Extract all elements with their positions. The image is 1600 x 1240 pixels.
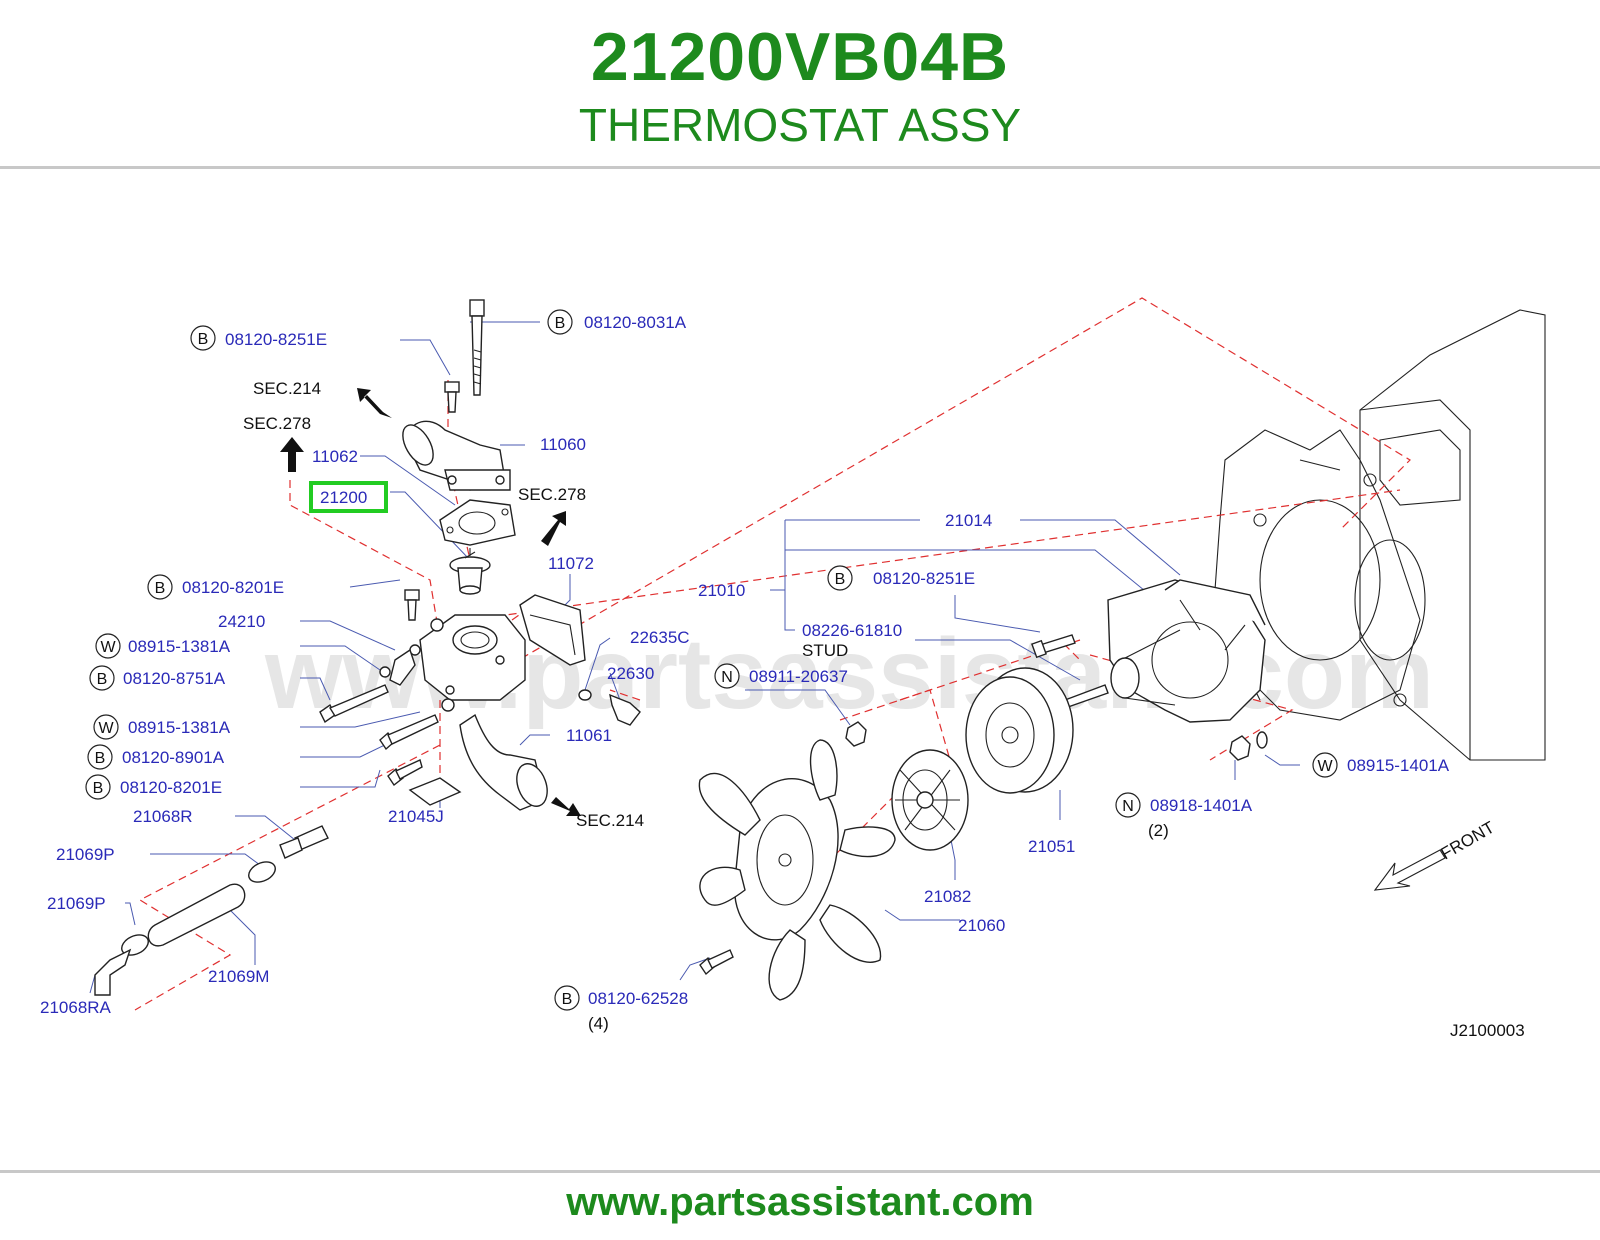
- label-sec-214[interactable]: SEC.214: [253, 379, 321, 398]
- label-08911-20637[interactable]: 08911-20637: [749, 667, 848, 686]
- front-arrow-icon: [1373, 849, 1446, 891]
- label-24210[interactable]: 24210: [218, 612, 265, 631]
- diagram-code: J2100003: [1450, 1021, 1525, 1040]
- label-21014[interactable]: 21014: [945, 511, 992, 530]
- label-21068RA[interactable]: 21068RA: [40, 998, 112, 1017]
- label-21060[interactable]: 21060: [958, 916, 1005, 935]
- thermostat-housing-parts: [94, 299, 641, 996]
- circle-b-icon: B: [97, 671, 108, 688]
- label-08915-1381A[interactable]: 08915-1381A: [128, 718, 231, 737]
- circle-b-icon: B: [198, 331, 209, 348]
- label-08918-1401A[interactable]: 08918-1401A: [1150, 796, 1253, 815]
- section-arrows: [280, 388, 581, 816]
- label-21069M[interactable]: 21069M: [208, 967, 269, 986]
- sec-214-arrow-icon: [357, 388, 392, 418]
- label-08120-62528[interactable]: 08120-62528: [588, 989, 688, 1008]
- circle-w-icon: W: [1317, 758, 1333, 775]
- circle-b-icon: B: [835, 571, 846, 588]
- label-08120-8751A[interactable]: 08120-8751A: [123, 669, 226, 688]
- label-08120-8251E[interactable]: 08120-8251E: [225, 330, 327, 349]
- sec-278-arrow-icon: [280, 437, 304, 472]
- label-21200[interactable]: 21200: [320, 488, 367, 507]
- label-sec-278-mid[interactable]: SEC.278: [518, 485, 586, 504]
- label-22630[interactable]: 22630: [607, 664, 654, 683]
- circle-b-icon: B: [555, 315, 566, 332]
- label-21051[interactable]: 21051: [1028, 837, 1075, 856]
- part-number-title: 21200VB04B: [590, 19, 1010, 95]
- footer-divider: [0, 1170, 1600, 1173]
- exploded-parts-diagram: www.partsassistant.com: [40, 297, 1546, 1040]
- label-21069P[interactable]: 21069P: [47, 894, 106, 913]
- label-sec-214-bottom[interactable]: SEC.214: [576, 811, 644, 830]
- label-08120-8901A[interactable]: 08120-8901A: [122, 748, 225, 767]
- circle-b-icon: B: [93, 780, 104, 797]
- label-08915-1401A[interactable]: 08915-1401A: [1347, 756, 1450, 775]
- label-08120-8201E[interactable]: 08120-8201E: [182, 578, 284, 597]
- label-11060[interactable]: 11060: [540, 435, 586, 454]
- label-22635C[interactable]: 22635C: [630, 628, 690, 647]
- footer-website-link[interactable]: www.partsassistant.com: [566, 1180, 1034, 1224]
- circle-b-icon: B: [95, 750, 106, 767]
- label-08226-61810[interactable]: 08226-61810: [802, 621, 902, 640]
- label-11072[interactable]: 11072: [548, 554, 594, 573]
- symbol-circles: B B B W B W B B B N W N B: [85, 309, 1338, 1011]
- label-08120-8251E[interactable]: 08120-8251E: [873, 569, 975, 588]
- label-sec-278[interactable]: SEC.278: [243, 414, 311, 433]
- circle-w-icon: W: [100, 639, 116, 656]
- label-qty-4: (4): [588, 1014, 609, 1033]
- front-label: FRONT: [1438, 818, 1498, 864]
- circle-n-icon: N: [721, 669, 733, 686]
- label-qty-2: (2): [1148, 821, 1169, 840]
- label-21010[interactable]: 21010: [698, 581, 745, 600]
- label-stud: STUD: [802, 641, 848, 660]
- circle-w-icon: W: [98, 720, 114, 737]
- label-08120-8201E[interactable]: 08120-8201E: [120, 778, 222, 797]
- sec-214-bottom-arrow-icon: [551, 797, 581, 816]
- label-11061[interactable]: 11061: [566, 726, 612, 745]
- circle-b-icon: B: [155, 580, 166, 597]
- label-21045J[interactable]: 21045J: [388, 807, 444, 826]
- sec-278-mid-arrow-icon: [541, 511, 566, 546]
- part-labels: 08120-8031A 08120-8251E SEC.214 SEC.278 …: [40, 313, 1525, 1040]
- highlighted-part-box: [309, 481, 388, 513]
- front-direction-indicator: FRONT: [1373, 818, 1498, 891]
- label-08120-8031A[interactable]: 08120-8031A: [584, 313, 687, 332]
- part-name-subtitle: THERMOSTAT ASSY: [578, 99, 1022, 151]
- label-21082[interactable]: 21082: [924, 887, 971, 906]
- label-21069P[interactable]: 21069P: [56, 845, 115, 864]
- label-21068R[interactable]: 21068R: [133, 807, 193, 826]
- water-pump-fan-parts: [698, 579, 1268, 1001]
- label-08915-1381A[interactable]: 08915-1381A: [128, 637, 231, 656]
- label-11062[interactable]: 11062: [312, 447, 358, 466]
- circle-b-icon: B: [562, 991, 573, 1008]
- header-divider: [0, 166, 1600, 169]
- circle-n-icon: N: [1122, 798, 1134, 815]
